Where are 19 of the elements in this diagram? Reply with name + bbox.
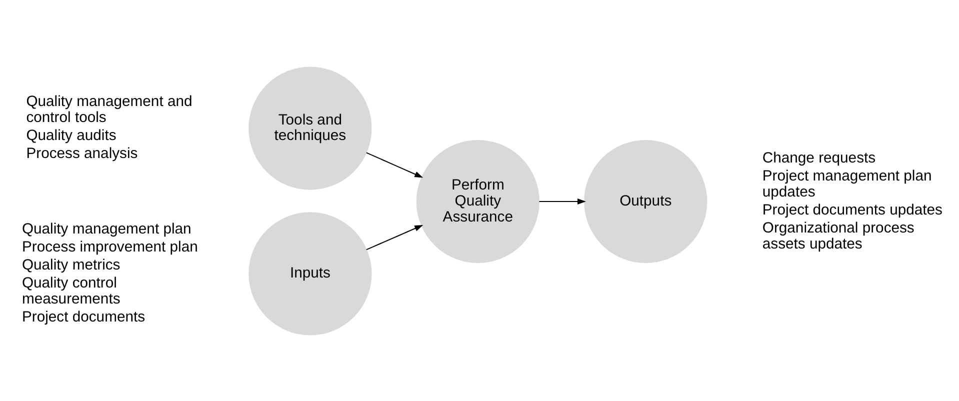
node-label: Quality management and control tools xyxy=(26,94,192,126)
arrow xyxy=(366,224,424,250)
node-label: Project documents xyxy=(22,309,146,326)
node-label: Process analysis xyxy=(26,146,138,162)
node-circle: Inputs xyxy=(248,212,372,335)
node-label: Quality metrics xyxy=(22,257,120,274)
node-label: Project documents updates xyxy=(762,202,942,218)
node-label: Quality audits xyxy=(26,128,116,144)
arrow xyxy=(366,152,424,178)
node-circle: Tools and techniques xyxy=(248,66,372,190)
arrow xyxy=(539,198,586,204)
node-circle: Outputs xyxy=(584,139,708,263)
node-circle: Perform Quality Assurance xyxy=(416,139,540,263)
node-label: Quality control measurements xyxy=(22,275,120,308)
node-label: Project management plan updates xyxy=(762,168,932,200)
node-label: Quality management plan xyxy=(22,221,192,238)
node-label: Organizational process assets updates xyxy=(762,220,914,252)
node-label: Process improvement plan xyxy=(22,239,198,256)
node-label: Change requests xyxy=(762,150,876,166)
